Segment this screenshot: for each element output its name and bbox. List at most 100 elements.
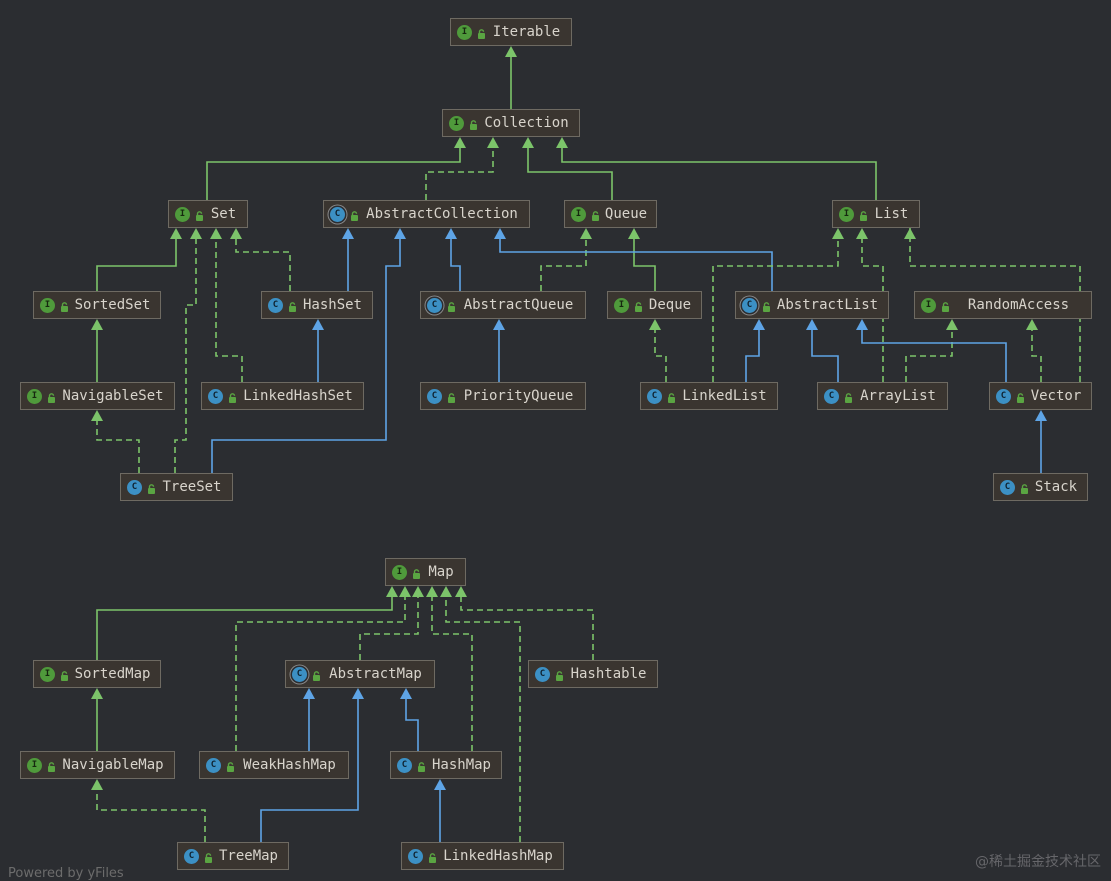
edge-collection-to-iterable [505,46,517,109]
public-access-icon [417,760,426,772]
class-icon: C [647,388,662,404]
public-access-icon [412,567,421,579]
arrowhead [190,228,202,239]
interface-icon: I [457,24,472,40]
arrowhead [386,586,398,597]
public-access-icon [288,300,297,312]
class-icon: C [535,666,550,682]
node-linked-list[interactable]: C LinkedList [640,382,778,410]
node-label: TreeSet [162,479,222,495]
edge-navigablemap-to-sortedmap [91,688,103,751]
abstract-class-icon: C [292,666,307,682]
powered-by-footer: Powered by yFiles [8,866,124,881]
arrowhead [91,410,103,421]
edge-vector-to-list [904,228,1081,382]
class-icon: C [206,757,221,773]
arrowhead [556,137,568,148]
node-label: NavigableSet [62,388,164,404]
arrowhead [342,228,354,239]
arrowhead [400,688,412,699]
public-access-icon [1020,482,1029,494]
arrowhead [455,586,467,597]
edge-vector-to-abstractlist [856,319,1007,382]
node-label: AbstractCollection [366,206,518,222]
class-icon: C [996,388,1011,404]
arrowhead [856,228,868,239]
edge-deque-to-queue [628,228,656,291]
edge-treeset-to-navigableset [91,410,140,473]
arrowhead [352,688,364,699]
edge-set-to-collection [206,137,466,200]
arrowhead [399,586,411,597]
node-hashtable[interactable]: C Hashtable [528,660,658,688]
public-access-icon [147,482,156,494]
edge-treemap-to-navigablemap [91,779,206,842]
arrowhead [210,228,222,239]
edge-arraylist-to-list [856,228,884,382]
node-label: Map [428,564,454,580]
public-access-icon [591,209,600,221]
arrowhead [394,228,406,239]
public-access-icon [469,118,478,130]
node-label: LinkedHashSet [243,388,353,404]
node-label: LinkedHashMap [443,848,553,864]
public-access-icon [447,300,456,312]
arrowhead [440,586,452,597]
edge-hashmap-to-abstractmap [400,688,419,751]
public-access-icon [428,851,437,863]
edge-linkedlist-to-deque [649,319,667,382]
edge-hashmap-to-map [426,586,473,751]
arrowhead [412,586,424,597]
arrowhead [487,137,499,148]
arrowhead [230,228,242,239]
node-label: Hashtable [570,666,647,682]
arrowhead [493,319,505,330]
public-access-icon [312,669,321,681]
node-label: NavigableMap [62,757,164,773]
arrowhead [434,779,446,790]
edge-arraylist-to-randomaccess [905,319,958,382]
public-access-icon [447,391,456,403]
class-icon: C [1000,479,1015,495]
edge-hashset-to-abstractcollection [342,228,354,291]
public-access-icon [228,391,237,403]
edge-sortedset-to-set [96,228,182,291]
edge-hashset-to-set [230,228,291,291]
edge-linkedlist-to-abstractlist [745,319,765,382]
node-label: TreeMap [218,848,278,864]
arrowhead [454,137,466,148]
arrowhead [946,319,958,330]
arrowhead [649,319,661,330]
node-label: RandomAccess [967,297,1070,313]
edge-hashtable-to-map [455,586,594,660]
arrowhead [91,319,103,330]
node-label: LinkedList [682,388,767,404]
